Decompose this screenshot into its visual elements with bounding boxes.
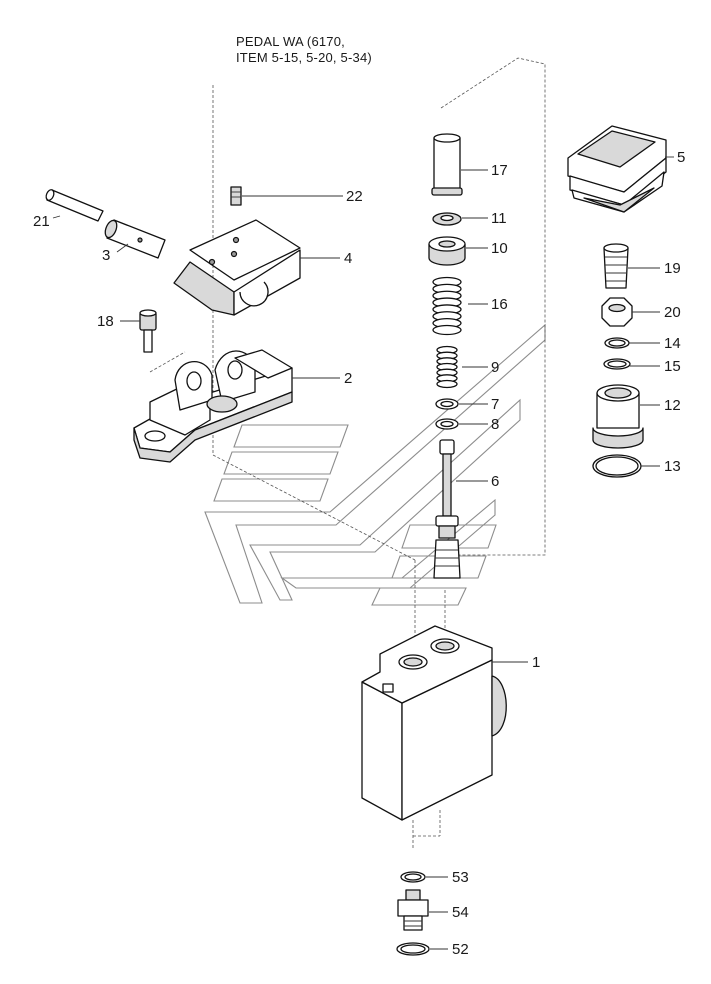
watermark-logo (204, 323, 546, 606)
callout-12: 12 (664, 397, 681, 414)
part-15-ring (603, 358, 631, 370)
part-6-spool (433, 439, 461, 579)
callout-13: 13 (664, 458, 681, 475)
part-5-boot (567, 125, 667, 213)
callout-labels: 17 11 10 16 9 7 8 6 1 53 54 52 22 21 3 4… (33, 149, 685, 958)
callout-21: 21 (33, 213, 50, 230)
callout-16: 16 (491, 296, 508, 313)
callout-9: 9 (491, 359, 499, 376)
spring-coil (436, 379, 458, 389)
diagram-title-line2: ITEM 5-15, 5-20, 5-34) (236, 50, 372, 65)
part-22-set-screw (230, 186, 242, 206)
callout-4: 4 (344, 250, 352, 267)
assembly-lines (149, 57, 546, 850)
diagram-title-line1: PEDAL WA (6170, (236, 34, 345, 49)
part-13-o-ring (592, 454, 642, 478)
callout-53: 53 (452, 869, 469, 886)
callout-7: 7 (491, 396, 499, 413)
part-1-valve-housing (361, 625, 507, 821)
callout-5: 5 (677, 149, 685, 166)
part-7-seal (435, 398, 459, 410)
leader-lines (52, 156, 674, 950)
spring-coil (432, 324, 462, 336)
part-10-bushing (428, 236, 466, 266)
part-52-o-ring (396, 942, 430, 956)
part-53-o-ring (400, 871, 426, 883)
part-14-ring (604, 337, 630, 349)
callout-3: 3 (102, 247, 110, 264)
part-20-nut (601, 297, 633, 327)
callout-18: 18 (97, 313, 114, 330)
part-21-pin (45, 189, 104, 222)
callout-15: 15 (664, 358, 681, 375)
callout-22: 22 (346, 188, 363, 205)
callout-52: 52 (452, 941, 469, 958)
callout-14: 14 (664, 335, 681, 352)
part-11-washer (432, 212, 462, 226)
callout-2: 2 (344, 370, 352, 387)
part-54-fitting (397, 889, 429, 931)
callout-54: 54 (452, 904, 469, 921)
part-19-threaded-stud (603, 243, 629, 289)
part-8-seal (435, 418, 459, 430)
callout-19: 19 (664, 260, 681, 277)
callout-11: 11 (491, 210, 507, 227)
part-16-large-spring (432, 276, 462, 336)
callout-17: 17 (491, 162, 508, 179)
callout-20: 20 (664, 304, 681, 321)
part-17-plunger (431, 133, 463, 196)
part-12-housing-nut (592, 384, 644, 449)
callout-10: 10 (491, 240, 508, 257)
part-9-small-spring (436, 345, 458, 389)
callout-6: 6 (491, 473, 499, 490)
part-2-base-bracket (133, 349, 293, 463)
callout-8: 8 (491, 416, 499, 433)
part-18-cap-screw (139, 309, 157, 353)
part-3-sleeve (104, 219, 166, 259)
callout-1: 1 (532, 654, 540, 671)
part-4-pedal-bracket (173, 219, 301, 316)
